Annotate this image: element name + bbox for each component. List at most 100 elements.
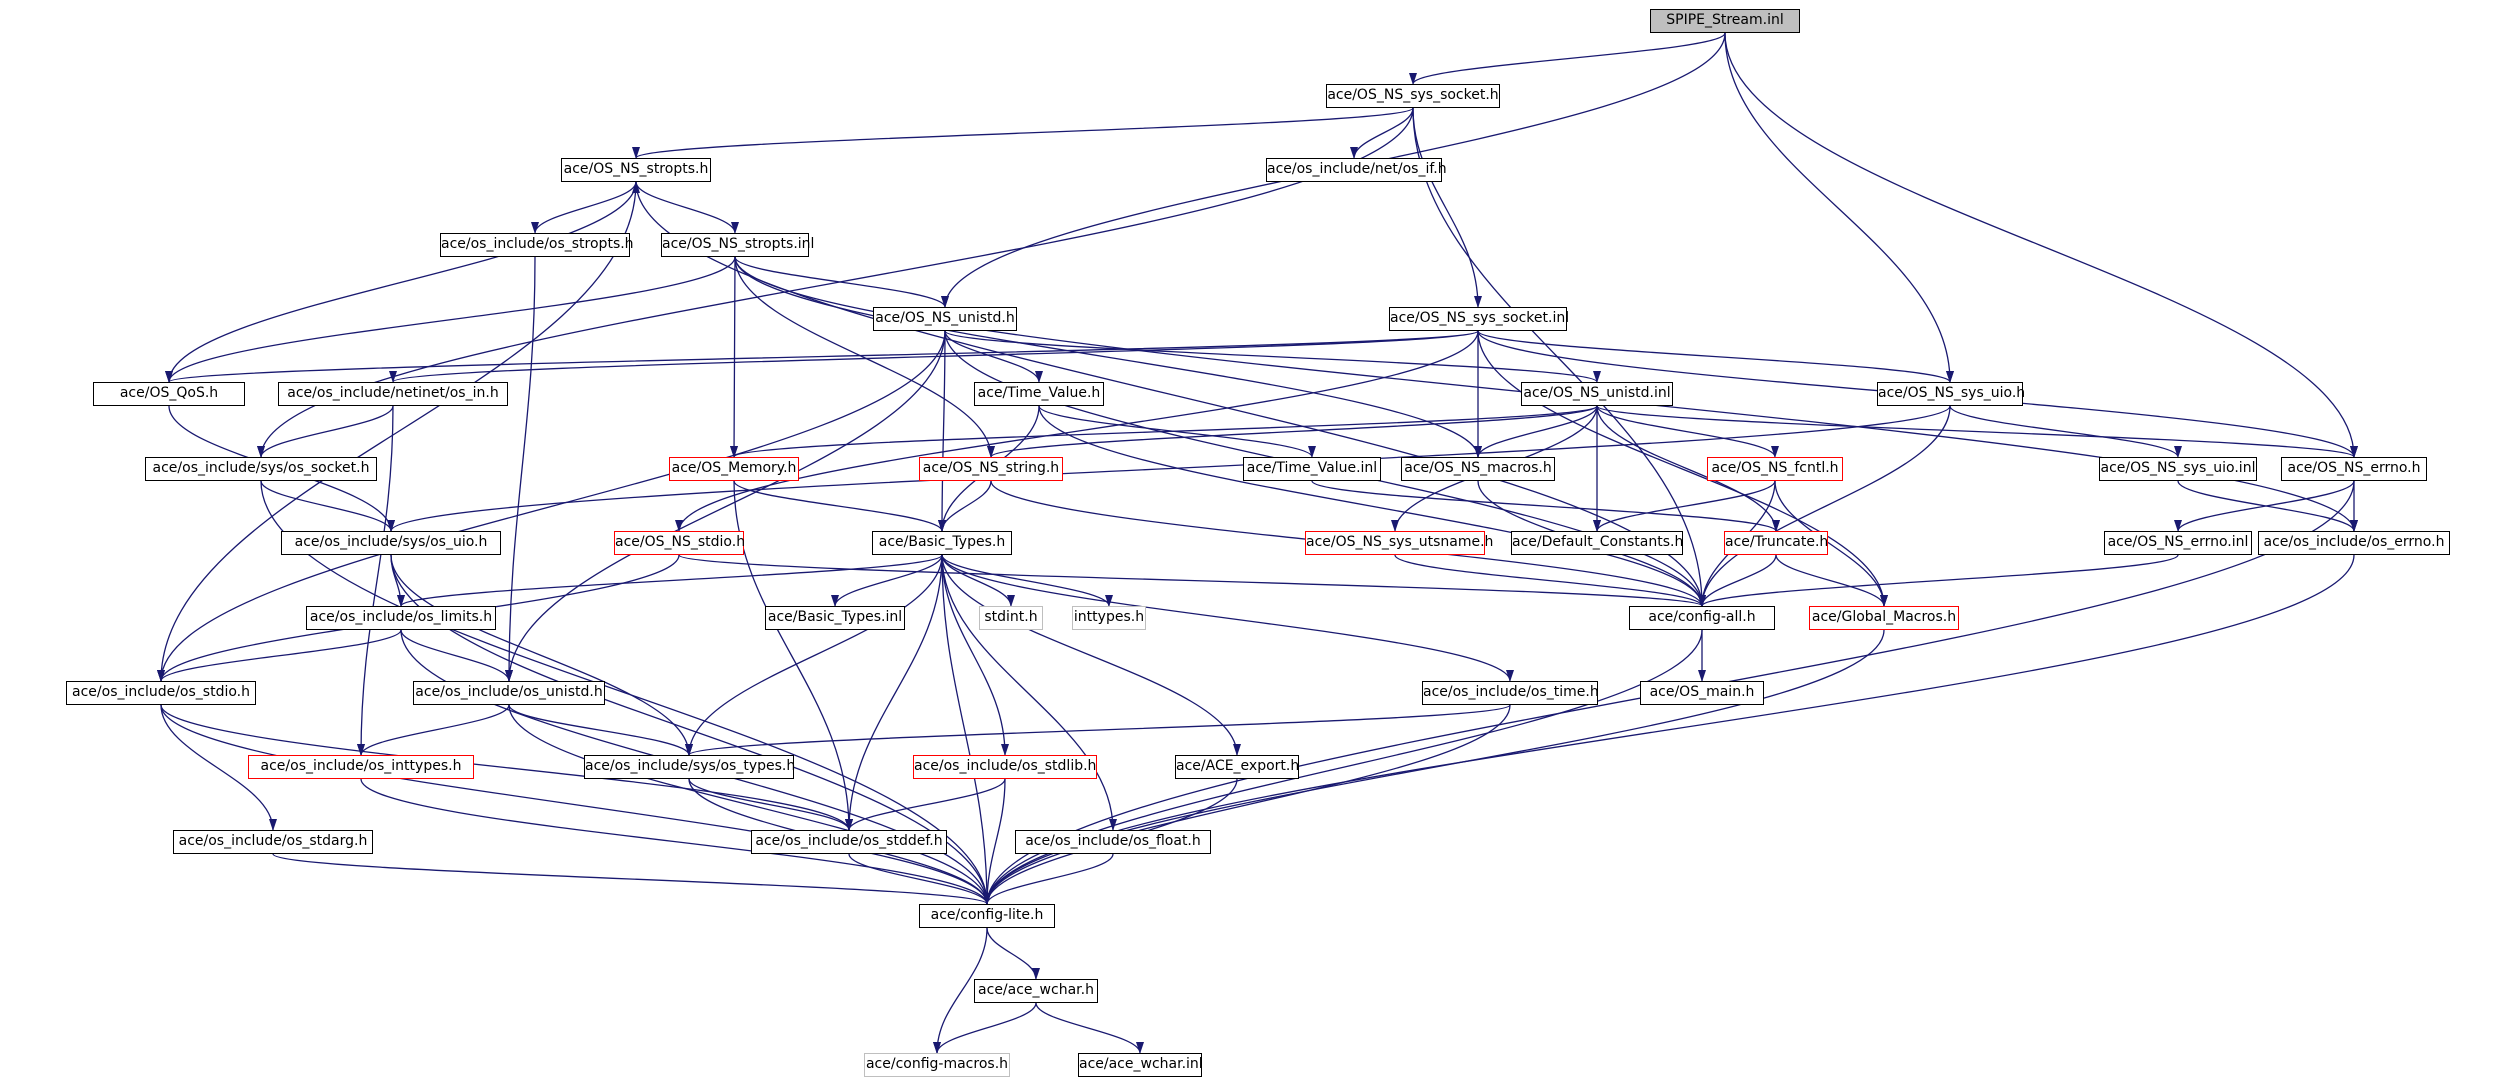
edge-os-ns-string-h-to-basic-types-h bbox=[938, 480, 992, 532]
edge-os-ns-unistd-h-to-basic-types-h bbox=[938, 330, 947, 532]
node-os-ns-sys-socket-h[interactable]: ace/OS_NS_sys_socket.h bbox=[1326, 84, 1500, 108]
edge-os-limits-h-to-os-unistd-h bbox=[400, 629, 513, 682]
edge-os-stropts-h-to-os-unistd-h bbox=[505, 256, 536, 682]
node-spipe-stream-inl: SPIPE_Stream.inl bbox=[1650, 9, 1800, 33]
node-os-limits-h[interactable]: ace/os_include/os_limits.h bbox=[306, 606, 496, 630]
edge-os-ns-fcntl-h-to-default-constants-h bbox=[1593, 480, 1776, 532]
node-os-in-h[interactable]: ace/os_include/netinet/os_in.h bbox=[278, 382, 508, 406]
edge-os-in-h-to-sys-os-socket-h bbox=[257, 405, 394, 458]
edge-os-stdio-h-to-config-lite-h bbox=[160, 704, 991, 905]
edge-os-float-h-to-config-lite-h bbox=[983, 853, 1114, 905]
node-os-ns-macros-h[interactable]: ace/OS_NS_macros.h bbox=[1401, 457, 1555, 481]
node-basic-types-h[interactable]: ace/Basic_Types.h bbox=[872, 531, 1012, 555]
node-global-macros-h[interactable]: ace/Global_Macros.h bbox=[1809, 606, 1959, 630]
node-os-qos-h[interactable]: ace/OS_QoS.h bbox=[93, 382, 245, 406]
node-os-stddef-h[interactable]: ace/os_include/os_stddef.h bbox=[751, 830, 947, 854]
edge-os-ns-sys-socket-h-to-os-ns-stropts-h bbox=[632, 107, 1414, 159]
edge-os-ns-sys-socket-inl-to-os-ns-sys-uio-h bbox=[1477, 330, 1954, 383]
edge-os-ns-fcntl-h-to-global-macros-h bbox=[1774, 480, 1888, 607]
node-os-ns-sys-uio-h[interactable]: ace/OS_NS_sys_uio.h bbox=[1877, 382, 2025, 406]
node-time-value-inl[interactable]: ace/Time_Value.inl bbox=[1243, 457, 1381, 481]
node-os-ns-stropts-h[interactable]: ace/OS_NS_stropts.h bbox=[561, 158, 711, 182]
edge-spipe-stream-inl-to-os-ns-sys-uio-h bbox=[1724, 32, 1954, 383]
node-os-memory-h[interactable]: ace/OS_Memory.h bbox=[669, 457, 799, 481]
edge-os-ns-unistd-h-to-os-stdio-h bbox=[157, 330, 946, 682]
node-os-main-h[interactable]: ace/OS_main.h bbox=[1640, 681, 1764, 705]
edge-os-unistd-h-to-sys-os-types-h bbox=[508, 704, 693, 756]
edge-os-ns-unistd-h-to-os-ns-unistd-inl bbox=[944, 330, 1601, 383]
edge-sys-os-uio-h-to-sys-os-types-h bbox=[390, 554, 693, 756]
edge-os-ns-unistd-inl-to-os-ns-errno-h bbox=[1596, 405, 2358, 458]
edge-os-ns-unistd-inl-to-os-memory-h bbox=[730, 405, 1598, 458]
node-config-all-h[interactable]: ace/config-all.h bbox=[1629, 606, 1775, 630]
node-os-if-h[interactable]: ace/os_include/net/os_if.h bbox=[1266, 158, 1447, 182]
edge-os-ns-unistd-inl-to-os-ns-fcntl-h bbox=[1596, 405, 1779, 458]
edge-os-ns-sys-socket-inl-to-os-ns-stdio-h bbox=[675, 330, 1479, 532]
edge-os-ns-sys-uio-h-to-os-ns-sys-uio-inl bbox=[1949, 405, 2182, 458]
node-os-ns-fcntl-h[interactable]: ace/OS_NS_fcntl.h bbox=[1707, 457, 1843, 481]
node-os-float-h[interactable]: ace/os_include/os_float.h bbox=[1015, 830, 1211, 854]
edge-os-ns-errno-inl-to-config-all-h bbox=[1698, 554, 2179, 607]
node-sys-os-uio-h[interactable]: ace/os_include/sys/os_uio.h bbox=[281, 531, 501, 555]
node-os-stdio-h[interactable]: ace/os_include/os_stdio.h bbox=[66, 681, 256, 705]
node-os-stdarg-h[interactable]: ace/os_include/os_stdarg.h bbox=[173, 830, 373, 854]
node-os-stropts-h[interactable]: ace/os_include/os_stropts.h bbox=[440, 233, 634, 257]
node-os-ns-unistd-h[interactable]: ace/OS_NS_unistd.h bbox=[873, 307, 1017, 331]
edge-os-stdlib-h-to-os-stddef-h bbox=[845, 778, 1006, 831]
edge-os-ns-unistd-inl-to-truncate-h bbox=[1596, 405, 1780, 532]
edge-os-ns-stropts-inl-to-os-ns-string-h bbox=[734, 256, 995, 458]
edge-os-ns-sys-socket-inl-to-os-in-h bbox=[389, 330, 1479, 383]
edge-os-ns-sys-uio-h-to-sys-os-uio-h bbox=[387, 405, 1951, 532]
edge-basic-types-h-to-config-lite-h bbox=[941, 554, 991, 905]
edge-basic-types-h-to-basic-types-inl bbox=[831, 554, 943, 607]
edge-spipe-stream-inl-to-os-ns-errno-h bbox=[1724, 32, 2358, 458]
node-os-ns-sys-utsname-h[interactable]: ace/OS_NS_sys_utsname.h bbox=[1305, 531, 1493, 555]
node-ace-export-h[interactable]: ace/ACE_export.h bbox=[1175, 755, 1299, 779]
node-os-ns-stdio-h[interactable]: ace/OS_NS_stdio.h bbox=[614, 531, 745, 555]
node-truncate-h[interactable]: ace/Truncate.h bbox=[1724, 531, 1828, 555]
node-config-lite-h[interactable]: ace/config-lite.h bbox=[919, 904, 1055, 928]
edge-spipe-stream-inl-to-os-ns-sys-socket-h bbox=[1409, 32, 1726, 85]
edge-os-ns-sys-socket-h-to-os-if-h bbox=[1350, 107, 1414, 159]
node-os-ns-unistd-inl[interactable]: ace/OS_NS_unistd.inl bbox=[1521, 382, 1673, 406]
node-default-constants-h[interactable]: ace/Default_Constants.h bbox=[1511, 531, 1683, 555]
edge-os-ns-errno-h-to-os-ns-errno-inl bbox=[2174, 480, 2355, 532]
node-os-ns-errno-inl[interactable]: ace/OS_NS_errno.inl bbox=[2104, 531, 2252, 555]
edge-basic-types-h-to-os-stdlib-h bbox=[941, 554, 1009, 756]
edge-time-value-inl-to-truncate-h bbox=[1311, 480, 1780, 532]
edge-basic-types-h-to-os-float-h bbox=[941, 554, 1117, 831]
edge-os-ns-stropts-h-to-os-stdio-h bbox=[157, 181, 637, 682]
edge-os-ns-sys-socket-inl-to-global-macros-h bbox=[1477, 330, 1888, 607]
edge-os-ns-sys-utsname-h-to-config-all-h bbox=[1394, 554, 1706, 607]
node-os-ns-sys-socket-inl[interactable]: ace/OS_NS_sys_socket.inl bbox=[1389, 307, 1569, 331]
edge-config-all-h-to-config-lite-h bbox=[983, 629, 1703, 905]
edge-basic-types-h-to-os-stddef-h bbox=[845, 554, 943, 831]
node-os-ns-stropts-inl[interactable]: ace/OS_NS_stropts.inl bbox=[661, 233, 814, 257]
edge-global-macros-h-to-config-lite-h bbox=[983, 629, 1885, 905]
node-os-ns-string-h[interactable]: ace/OS_NS_string.h bbox=[919, 457, 1063, 481]
edge-os-stdarg-h-to-config-lite-h bbox=[272, 853, 991, 905]
node-config-macros-h: ace/config-macros.h bbox=[864, 1053, 1010, 1077]
edge-os-ns-sys-socket-inl-to-os-qos-h bbox=[165, 330, 1479, 383]
edge-os-ns-stropts-inl-to-os-qos-h bbox=[165, 256, 736, 383]
node-os-stdlib-h[interactable]: ace/os_include/os_stdlib.h bbox=[913, 755, 1097, 779]
node-basic-types-inl[interactable]: ace/Basic_Types.inl bbox=[765, 606, 905, 630]
node-os-unistd-h[interactable]: ace/os_include/os_unistd.h bbox=[413, 681, 605, 705]
edge-basic-types-h-to-os-time-h bbox=[941, 554, 1514, 682]
edge-os-limits-h-to-os-stdio-h bbox=[157, 629, 402, 682]
node-os-time-h[interactable]: ace/os_include/os_time.h bbox=[1422, 681, 1599, 705]
node-sys-os-types-h[interactable]: ace/os_include/sys/os_types.h bbox=[584, 755, 795, 779]
node-os-errno-h[interactable]: ace/os_include/os_errno.h bbox=[2258, 531, 2450, 555]
node-os-ns-sys-uio-inl[interactable]: ace/OS_NS_sys_uio.inl bbox=[2099, 457, 2257, 481]
node-ace-wchar-inl[interactable]: ace/ace_wchar.inl bbox=[1078, 1053, 1203, 1077]
node-os-inttypes-h[interactable]: ace/os_include/os_inttypes.h bbox=[248, 755, 474, 779]
node-os-ns-errno-h[interactable]: ace/OS_NS_errno.h bbox=[2281, 457, 2427, 481]
node-time-value-h[interactable]: ace/Time_Value.h bbox=[974, 382, 1104, 406]
edge-config-lite-h-to-config-macros-h bbox=[933, 927, 988, 1054]
node-sys-os-socket-h[interactable]: ace/os_include/sys/os_socket.h bbox=[145, 457, 377, 481]
edge-os-qos-h-to-os-ns-stropts-h bbox=[168, 181, 640, 383]
node-ace-wchar-h[interactable]: ace/ace_wchar.h bbox=[974, 979, 1098, 1003]
edge-os-stdlib-h-to-config-lite-h bbox=[983, 778, 1006, 905]
